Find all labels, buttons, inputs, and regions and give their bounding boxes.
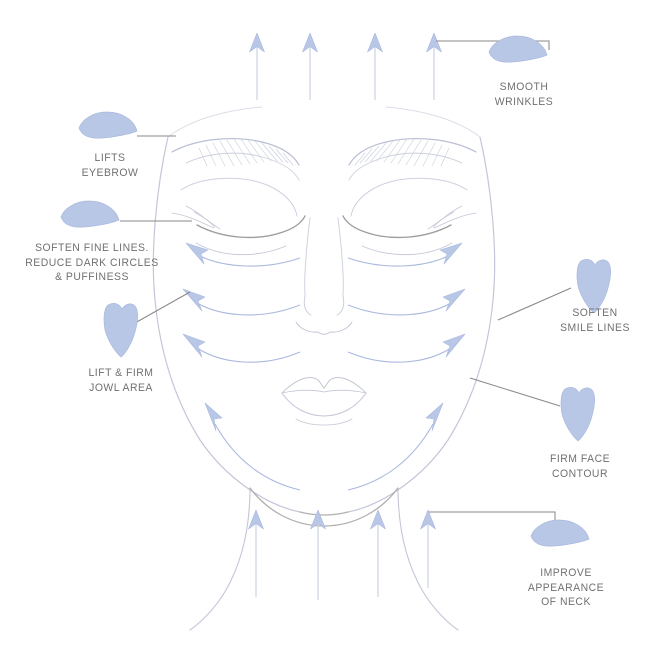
forehead-up-arrows	[249, 32, 442, 100]
tool-soften-smile-lines[interactable]	[576, 258, 611, 314]
neck-up-arrows	[248, 509, 436, 600]
face-illustration	[152, 106, 496, 631]
label-firm-face-contour: FIRM FACE CONTOUR	[549, 453, 611, 480]
label-lifts-eyebrow: LIFTS EYEBROW	[81, 152, 139, 179]
tool-smooth-wrinkles[interactable]	[488, 35, 548, 63]
tool-firm-face-contour[interactable]	[560, 386, 595, 442]
label-soften-fine-lines: SOFTEN FINE LINES. REDUCE DARK CIRCLES &…	[25, 242, 159, 283]
tool-soften-fine-lines[interactable]	[60, 200, 120, 228]
face-direction-arrows	[182, 242, 466, 491]
label-lift-firm-jowl-area: LIFT & FIRM JOWL AREA	[88, 367, 154, 394]
label-soften-smile-lines: SOFTEN SMILE LINES	[560, 307, 630, 334]
label-smooth-wrinkles: SMOOTH WRINKLES	[494, 81, 554, 108]
tool-lifts-eyebrow[interactable]	[78, 111, 138, 139]
tool-improve-neck[interactable]	[530, 519, 590, 547]
label-improve-appearance-of-neck: IMPROVE APPEARANCE OF NECK	[527, 567, 605, 608]
callout-connectors	[120, 40, 572, 531]
tool-lift-firm-jowl[interactable]	[103, 302, 138, 358]
